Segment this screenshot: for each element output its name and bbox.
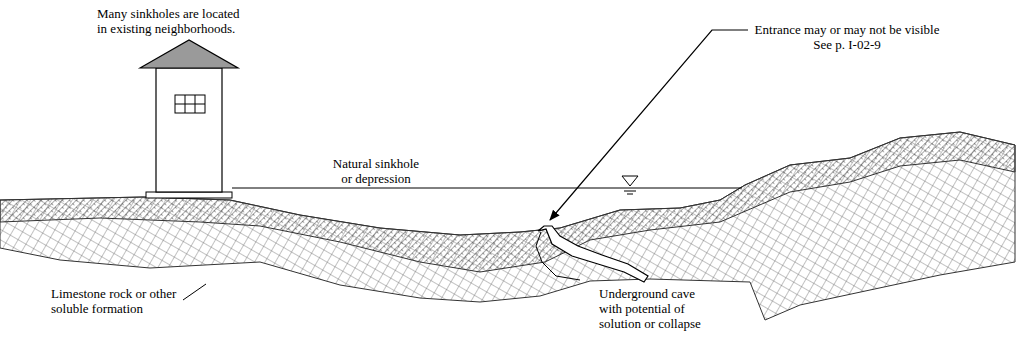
soil-layer <box>0 132 1015 272</box>
house <box>140 40 238 198</box>
limestone-leader <box>183 284 206 300</box>
water-line <box>232 188 742 189</box>
annotation-label: Natural sinkhole or depression <box>330 156 422 186</box>
annotation-label: Many sinkholes are located in existing n… <box>96 6 244 36</box>
water-symbol-tick <box>624 191 636 192</box>
annotation-label: Entrance may or may not be visible See p… <box>752 22 942 52</box>
cave-crack <box>536 232 580 280</box>
annotation-label: Limestone rock or other soluble formatio… <box>50 286 181 316</box>
underground-cave <box>538 226 648 282</box>
entrance-leader <box>550 30 748 220</box>
water-symbol <box>622 176 638 186</box>
annotation-label: Underground cave with potential of solut… <box>598 286 705 331</box>
limestone-rock <box>0 132 1015 320</box>
water-symbol-tick <box>627 194 633 195</box>
